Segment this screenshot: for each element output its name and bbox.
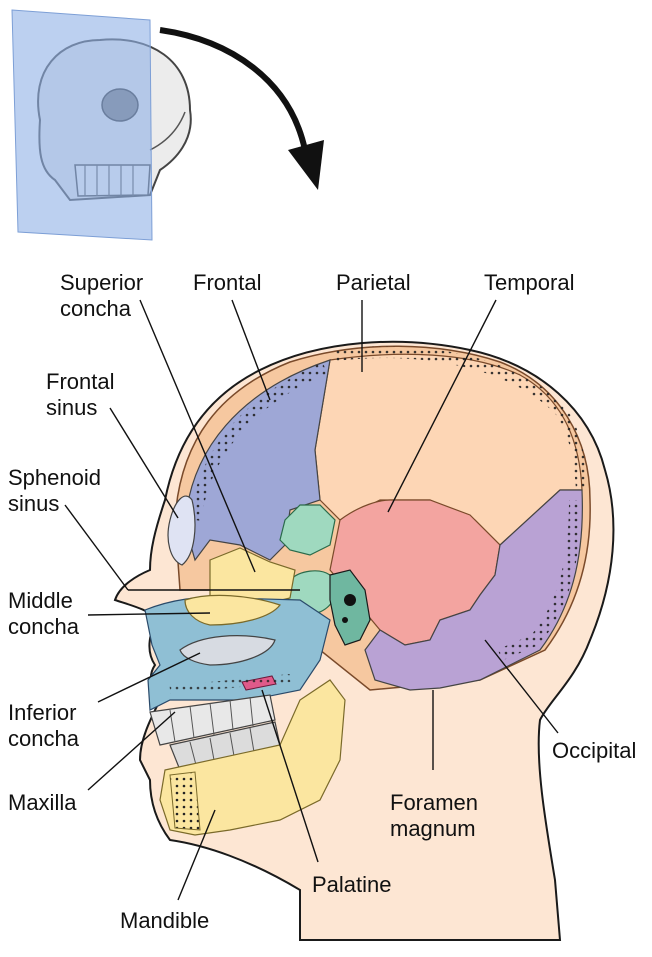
label-middle-concha-line-1: Middle: [8, 588, 79, 614]
label-sphenoid-sinus-line-2: sinus: [8, 491, 101, 517]
label-inferior-concha: Inferior concha: [8, 700, 79, 752]
label-foramen-magnum-line-2: magnum: [390, 816, 478, 842]
label-middle-concha-line-2: concha: [8, 614, 79, 640]
label-middle-concha: Middle concha: [8, 588, 79, 640]
label-temporal: Temporal: [484, 270, 574, 296]
label-frontal-sinus-line-2: sinus: [46, 395, 114, 421]
label-foramen-magnum: Foramen magnum: [390, 790, 478, 842]
label-occipital: Occipital: [552, 738, 636, 764]
mandible-dots: [170, 772, 200, 830]
label-frontal: Frontal: [193, 270, 261, 296]
label-mandible: Mandible: [120, 908, 209, 934]
label-inferior-concha-line-1: Inferior: [8, 700, 79, 726]
label-superior-concha-line-1: Superior: [60, 270, 143, 296]
label-sphenoid-sinus-line-1: Sphenoid: [8, 465, 101, 491]
label-frontal-sinus: Frontal sinus: [46, 369, 114, 421]
label-frontal-sinus-line-1: Frontal: [46, 369, 114, 395]
skull-thumbnail-icon: [12, 10, 191, 240]
label-superior-concha-line-2: concha: [60, 296, 143, 322]
label-parietal: Parietal: [336, 270, 411, 296]
label-palatine: Palatine: [312, 872, 392, 898]
label-superior-concha: Superior concha: [60, 270, 143, 322]
label-maxilla: Maxilla: [8, 790, 76, 816]
label-foramen-magnum-line-1: Foramen: [390, 790, 478, 816]
label-sphenoid-sinus: Sphenoid sinus: [8, 465, 101, 517]
label-inferior-concha-line-2: concha: [8, 726, 79, 752]
